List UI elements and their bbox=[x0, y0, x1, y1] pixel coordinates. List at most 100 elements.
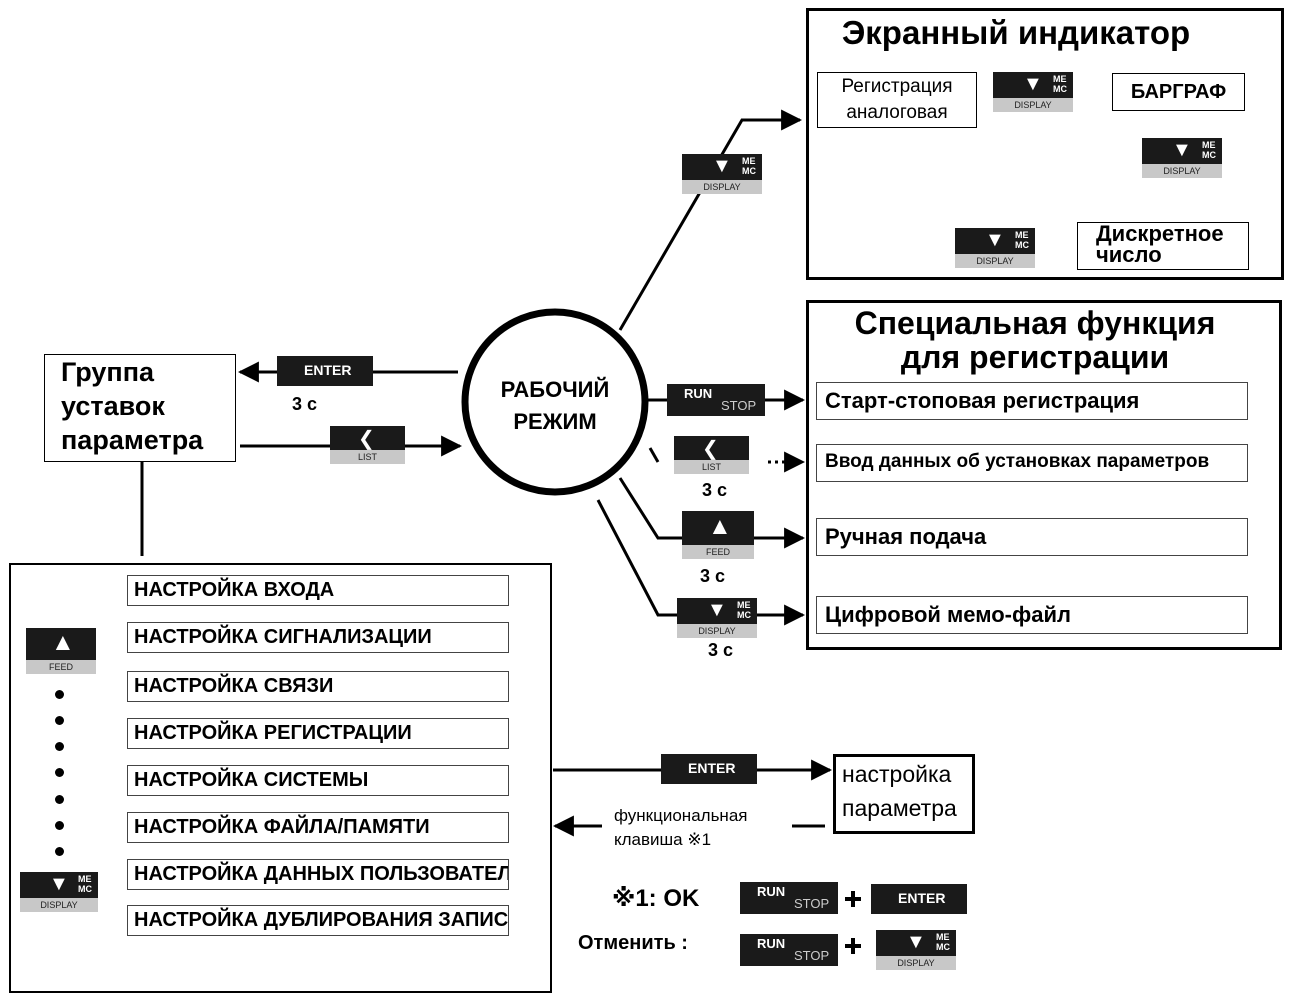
enter-key[interactable]: ENTER bbox=[661, 754, 757, 784]
display-label: DISPLAY bbox=[993, 98, 1073, 112]
function-key-label: функциональная клавиша ※1 bbox=[614, 806, 748, 849]
special-function-title: Специальная функция для регистрации bbox=[854, 305, 1216, 375]
display-key[interactable]: ▼ ME MC DISPLAY bbox=[993, 72, 1073, 112]
run-label: RUN bbox=[757, 936, 786, 951]
me-label: ME bbox=[737, 600, 751, 610]
work-mode-circle bbox=[461, 308, 649, 496]
category-user-data[interactable]: НАСТРОЙКА ДАННЫХ ПОЛЬЗОВАТЕЛЯ bbox=[127, 859, 509, 890]
me-label: ME bbox=[1053, 74, 1067, 84]
hold-3s-label: 3 с bbox=[700, 566, 726, 586]
dot bbox=[55, 847, 64, 856]
analog-registration-box[interactable]: Регистрация аналоговая bbox=[817, 72, 977, 128]
display-label: DISPLAY bbox=[682, 180, 762, 194]
category-file-memory[interactable]: НАСТРОЙКА ФАЙЛА/ПАМЯТИ bbox=[127, 812, 509, 843]
param-group-label: Группа уставок параметра bbox=[61, 357, 204, 455]
special-item-label: Старт-стоповая регистрация bbox=[825, 388, 1140, 413]
parameter-setting-box[interactable]: настройка параметра bbox=[833, 754, 975, 834]
category-system[interactable]: НАСТРОЙКА СИСТЕМЫ bbox=[127, 765, 509, 796]
dot bbox=[55, 690, 64, 699]
bargraph-box[interactable]: БАРГРАФ bbox=[1112, 73, 1245, 111]
dot bbox=[55, 716, 64, 725]
enter-key-label: ENTER bbox=[898, 890, 946, 906]
list-key[interactable]: ❮ LIST bbox=[674, 436, 749, 474]
stop-label: STOP bbox=[721, 398, 757, 413]
list-key[interactable]: ❮ LIST bbox=[330, 426, 405, 464]
category-communication[interactable]: НАСТРОЙКА СВЯЗИ bbox=[127, 671, 509, 702]
category-input[interactable]: НАСТРОЙКА ВХОДА bbox=[127, 575, 509, 606]
mc-label: MC bbox=[737, 610, 751, 620]
category-duplicate-record[interactable]: НАСТРОЙКА ДУБЛИРОВАНИЯ ЗАПИСИ bbox=[127, 905, 509, 936]
display-key[interactable]: ▼ ME MC DISPLAY bbox=[876, 930, 956, 970]
me-label: ME bbox=[1015, 230, 1029, 240]
display-key[interactable]: ▼ ME MC DISPLAY bbox=[1142, 138, 1222, 178]
up-arrow-icon: ▲ bbox=[51, 629, 75, 656]
down-arrow-icon: ▼ bbox=[906, 931, 926, 953]
list-label: LIST bbox=[674, 460, 749, 474]
feed-key[interactable]: ▲ FEED bbox=[682, 511, 754, 559]
parameter-setting-label: настройка параметра bbox=[842, 761, 957, 821]
down-arrow-icon: ▼ bbox=[49, 873, 69, 895]
feed-label: FEED bbox=[682, 545, 754, 559]
mc-label: MC bbox=[1053, 84, 1067, 94]
display-panel-title: Экранный индикатор bbox=[841, 14, 1191, 51]
display-key[interactable]: ▼ ME MC DISPLAY bbox=[20, 872, 98, 912]
feed-key[interactable]: ▲ FEED bbox=[26, 628, 96, 674]
up-arrow-icon: ▲ bbox=[708, 513, 732, 540]
mc-label: MC bbox=[1015, 240, 1029, 250]
down-arrow-icon: ▼ bbox=[1172, 139, 1192, 161]
enter-key[interactable]: ENTER bbox=[871, 884, 967, 914]
category-registration[interactable]: НАСТРОЙКА РЕГИСТРАЦИИ bbox=[127, 718, 509, 749]
work-mode-label: РАБОЧИЙ РЕЖИМ bbox=[500, 377, 610, 434]
run-stop-key[interactable]: RUN STOP bbox=[667, 384, 765, 416]
run-stop-key[interactable]: RUN STOP bbox=[740, 934, 838, 966]
discrete-number-label: Дискретное число bbox=[1096, 221, 1224, 267]
note-ok-label: ※1: OK bbox=[612, 885, 700, 912]
mc-label: MC bbox=[936, 942, 950, 952]
stop-label: STOP bbox=[794, 948, 830, 963]
left-arrow-icon: ❮ bbox=[358, 428, 375, 450]
special-item-memo-file[interactable]: Цифровой мемо-файл bbox=[816, 596, 1248, 634]
me-label: ME bbox=[1202, 140, 1216, 150]
dot bbox=[55, 821, 64, 830]
special-item-label: Ввод данных об установках параметров bbox=[825, 451, 1210, 472]
run-label: RUN bbox=[757, 884, 786, 899]
bargraph-label: БАРГРАФ bbox=[1130, 81, 1227, 103]
mc-label: MC bbox=[78, 884, 92, 894]
display-key[interactable]: ▼ ME MC DISPLAY bbox=[682, 154, 762, 194]
me-label: ME bbox=[742, 156, 756, 166]
special-item-manual-feed[interactable]: Ручная подача bbox=[816, 518, 1248, 556]
dot bbox=[55, 795, 64, 804]
dot bbox=[55, 742, 64, 751]
display-label: DISPLAY bbox=[1142, 164, 1222, 178]
run-stop-key[interactable]: RUN STOP bbox=[740, 882, 838, 914]
stop-label: STOP bbox=[794, 896, 830, 911]
analog-registration-label: Регистрация аналоговая bbox=[841, 76, 953, 123]
category-alarm[interactable]: НАСТРОЙКА СИГНАЛИЗАЦИИ bbox=[127, 622, 509, 653]
display-label: DISPLAY bbox=[955, 254, 1035, 268]
note-cancel-label: Отменить : bbox=[578, 932, 688, 954]
hold-3s-label: 3 с bbox=[708, 640, 734, 660]
mc-label: MC bbox=[742, 166, 756, 176]
hold-3s-label: 3 с bbox=[702, 480, 728, 500]
display-label: DISPLAY bbox=[876, 956, 956, 970]
dot bbox=[55, 768, 64, 777]
hold-3s-label: 3 с bbox=[292, 394, 318, 414]
display-key[interactable]: ▼ ME MC DISPLAY bbox=[955, 228, 1035, 268]
display-key[interactable]: ▼ ME MC DISPLAY bbox=[677, 598, 757, 638]
me-label: ME bbox=[78, 874, 92, 884]
down-arrow-icon: ▼ bbox=[712, 155, 732, 177]
me-label: ME bbox=[936, 932, 950, 942]
special-item-start-stop[interactable]: Старт-стоповая регистрация bbox=[816, 382, 1248, 420]
discrete-number-box[interactable]: Дискретное число bbox=[1077, 222, 1249, 270]
enter-key[interactable]: ENTER bbox=[277, 356, 373, 386]
display-label: DISPLAY bbox=[20, 898, 98, 912]
down-arrow-icon: ▼ bbox=[985, 229, 1005, 251]
special-item-param-input[interactable]: Ввод данных об установках параметров bbox=[816, 444, 1248, 482]
param-group-box[interactable]: Группа уставок параметра bbox=[44, 354, 236, 462]
enter-key-label: ENTER bbox=[688, 760, 736, 776]
down-arrow-icon: ▼ bbox=[1023, 73, 1043, 95]
display-label: DISPLAY bbox=[677, 624, 757, 638]
special-item-label: Цифровой мемо-файл bbox=[825, 602, 1071, 627]
mc-label: MC bbox=[1202, 150, 1216, 160]
down-arrow-icon: ▼ bbox=[707, 599, 727, 621]
